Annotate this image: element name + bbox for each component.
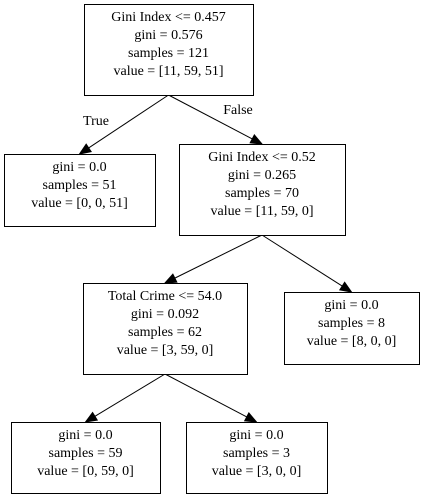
node-line: samples = 59 [49,446,123,461]
node-line: value = [0, 59, 0] [37,464,134,479]
node-box [83,283,248,375]
node-line: samples = 70 [225,186,299,201]
node-line: value = [3, 59, 0] [117,343,214,358]
node-box [4,154,156,227]
node-line: gini = 0.0 [52,160,106,175]
node-line: Total Crime <= 54.0 [108,289,222,304]
node-line: samples = 121 [128,46,209,61]
arrowhead-n0-n2 [249,134,264,145]
node-line: Gini Index <= 0.52 [208,150,316,165]
node-line: value = [0, 0, 51] [31,196,128,211]
node-line: value = [11, 59, 51] [113,64,223,79]
node-line: gini = 0.0 [229,428,283,443]
node-box [186,422,328,494]
node-line: value = [11, 59, 0] [210,204,313,219]
node-line: gini = 0.0 [58,428,112,443]
node-line: samples = 8 [318,316,385,331]
tree-node-n3: Total Crime <= 54.0 gini = 0.092 samples =… [83,283,248,375]
arrowhead-n3-n5 [84,411,99,423]
edge-n3-n6 [164,373,247,418]
node-box [284,292,420,365]
edge-n0-n2 [168,94,253,140]
edge-label-true: True [83,114,109,129]
node-line: Gini Index <= 0.457 [111,10,226,25]
tree-node-n0: Gini Index <= 0.457 gini = 0.576 samples =… [84,4,254,96]
arrowhead-n2-n3 [163,273,178,284]
arrowhead-n2-n4 [338,281,353,293]
edge-n2-n3 [174,234,263,279]
node-line: value = [8, 0, 0] [307,334,397,349]
edges-layer: True False [78,94,353,423]
node-line: gini = 0.576 [134,28,202,43]
edge-label-false: False [223,103,253,118]
node-line: value = [3, 0, 0] [212,464,302,479]
nodes-layer: Gini Index <= 0.457 gini = 0.576 samples =… [4,4,420,494]
edge-n3-n5 [94,373,166,417]
node-box [84,4,254,96]
edge-n0-n1 [88,94,169,149]
node-box [179,144,346,236]
tree-node-n5: gini = 0.0 samples = 59 value = [0, 59, 0] [11,422,161,494]
arrowhead-n0-n1 [78,143,92,155]
node-line: gini = 0.092 [131,307,199,322]
tree-node-n2: Gini Index <= 0.52 gini = 0.265 samples = … [179,144,346,236]
node-line: samples = 3 [223,446,290,461]
node-line: samples = 62 [128,325,202,340]
arrowhead-n3-n6 [243,412,258,423]
tree-node-n6: gini = 0.0 samples = 3 value = [3, 0, 0] [186,422,328,494]
node-line: gini = 0.265 [228,168,296,183]
node-line: samples = 51 [43,178,117,193]
node-line: gini = 0.0 [324,298,378,313]
node-box [11,422,161,494]
tree-node-n4: gini = 0.0 samples = 8 value = [8, 0, 0] [284,292,420,365]
edge-n2-n4 [261,234,343,287]
tree-node-n1: gini = 0.0 samples = 51 value = [0, 0, 51] [4,154,156,227]
